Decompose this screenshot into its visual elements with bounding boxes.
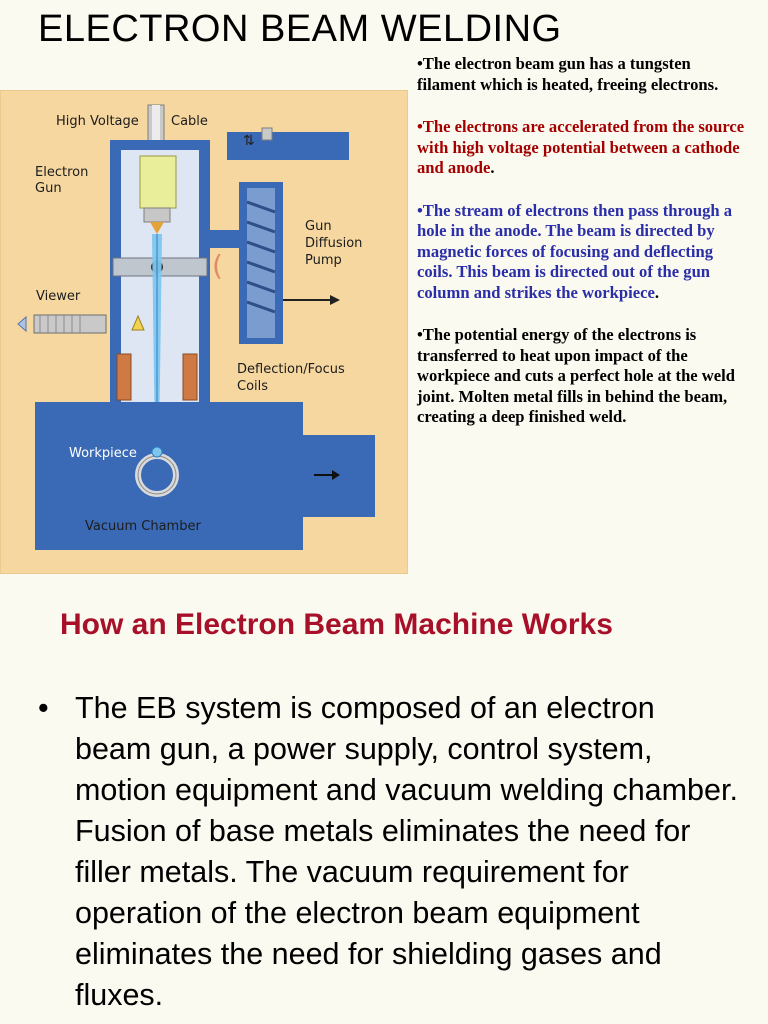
eb-machine-diagram: ⇅ ( High Voltage Cable Electron Gun Gun …: [0, 89, 409, 575]
label-gun-pump: Gun: [305, 219, 332, 234]
diagram-svg: ⇅ ( High Voltage Cable Electron Gun Gun …: [0, 89, 409, 575]
viewer-mirror: [131, 314, 145, 331]
pump-valve-icon: ⇅: [243, 133, 255, 149]
viewer-scope: [33, 314, 107, 334]
note-filament: •The electron beam gun has a tungsten fi…: [417, 54, 719, 94]
note-beam-direction: •The stream of electrons then pass throu…: [417, 200, 733, 302]
vacuum-chamber: [35, 402, 303, 550]
label-high-voltage: High Voltage: [56, 114, 139, 129]
note-energy-transfer: •The potential energy of the electrons i…: [417, 325, 735, 426]
label-viewer: Viewer: [36, 289, 81, 304]
bullet-marker: •: [38, 691, 49, 725]
body-bullet-list: • The EB system is composed of an electr…: [38, 688, 738, 1016]
rotation-arrow-icon: (: [212, 249, 223, 282]
label-electron: Electron: [35, 165, 88, 180]
description-notes: •The electron beam gun has a tungsten fi…: [417, 54, 747, 450]
section-subtitle: How an Electron Beam Machine Works: [60, 608, 613, 641]
body-text: The EB system is composed of an electron…: [75, 691, 738, 1012]
label-workpiece: Workpiece: [69, 446, 137, 461]
chamber-exhaust-arrow: [332, 470, 340, 480]
coil-left: [116, 353, 132, 401]
label-vacuum-chamber: Vacuum Chamber: [85, 519, 201, 534]
label-diffusion: Diffusion: [305, 236, 362, 251]
label-gun: Gun: [35, 181, 62, 196]
chamber-exhaust-port: [303, 435, 375, 517]
body-bullet-item: • The EB system is composed of an electr…: [38, 688, 738, 1016]
electron-gun-filament: [139, 155, 177, 209]
note-acceleration: •The electrons are accelerated from the …: [417, 117, 745, 177]
label-coils: Coils: [237, 379, 268, 394]
page-title: ELECTRON BEAM WELDING: [38, 8, 562, 50]
label-deflection-focus: Deflection/Focus: [237, 362, 345, 377]
pump-exhaust-arrow: [330, 295, 340, 305]
coil-right: [182, 353, 198, 401]
label-cable: Cable: [171, 114, 208, 129]
label-pump: Pump: [305, 253, 342, 268]
viewer-eye-icon: [17, 315, 27, 333]
